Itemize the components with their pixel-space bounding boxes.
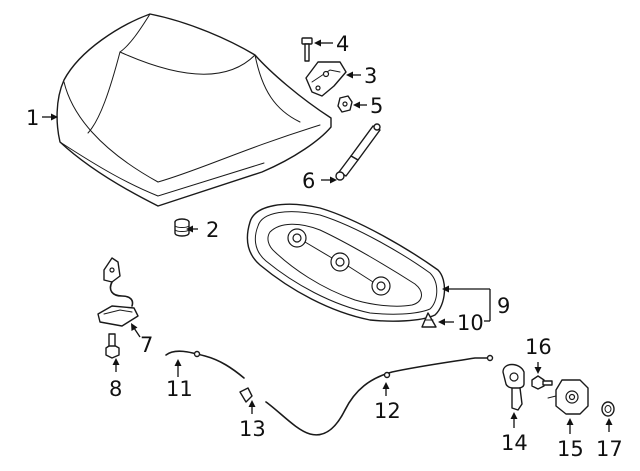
nut-part-5	[337, 95, 353, 113]
bolt-part-4	[301, 37, 313, 62]
callout-6: 6	[302, 169, 315, 193]
callout-1: 1	[26, 106, 39, 130]
callout-8: 8	[109, 377, 122, 401]
release-handle-part	[97, 257, 139, 327]
hood-hinge-part	[305, 61, 347, 97]
cable-part-12	[265, 354, 494, 436]
lift-support-part	[335, 123, 381, 181]
hood-insulator-part	[246, 203, 446, 322]
callout-14: 14	[501, 431, 528, 455]
clip-part-10	[421, 312, 437, 328]
callout-16: 16	[525, 335, 552, 359]
hood-panel	[56, 13, 332, 207]
callout-labels: 1 2 3 4 5 6 7 8 9 10 11 12 13 14 16 15 1…	[26, 32, 623, 461]
bumper-stop-part	[174, 218, 190, 237]
cable-clip-part	[239, 387, 253, 403]
bolt-part-8	[105, 333, 120, 359]
callout-11: 11	[166, 377, 193, 401]
callout-13: 13	[239, 417, 266, 441]
callout-17: 17	[596, 437, 623, 461]
callout-4: 4	[336, 32, 349, 56]
callout-5: 5	[370, 94, 383, 118]
callout-7: 7	[140, 333, 153, 357]
bolt-part-16	[531, 375, 553, 390]
callout-3: 3	[364, 64, 377, 88]
callout-15: 15	[557, 437, 584, 461]
callout-2: 2	[206, 218, 219, 242]
hood-latch-part	[547, 379, 589, 415]
grommet-part	[601, 401, 615, 417]
callout-10: 10	[457, 311, 484, 335]
callout-9: 9	[497, 294, 510, 318]
callout-12: 12	[374, 399, 401, 423]
cable-part-11	[165, 350, 245, 379]
leaders	[42, 39, 613, 434]
latch-release-part	[502, 363, 525, 411]
